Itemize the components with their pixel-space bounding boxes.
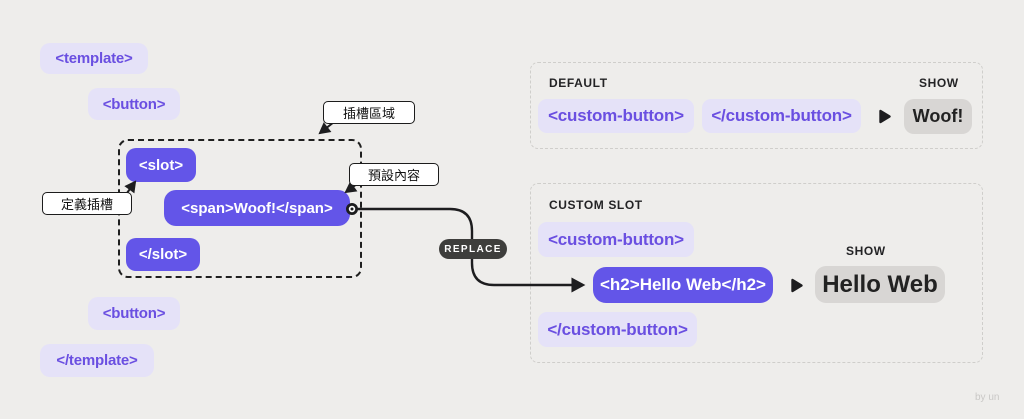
tag-slot-close: </slot> <box>126 238 200 271</box>
default-custom-button-close: </custom-button> <box>702 99 861 133</box>
tag-button-open: <button> <box>88 88 180 120</box>
default-show-label: SHOW <box>919 76 959 90</box>
callout-define-slot: 定義插槽 <box>42 192 132 215</box>
watermark: by un <box>975 392 1000 403</box>
custom-result-chip: Hello Web <box>815 266 945 303</box>
tag-slot-open: <slot> <box>126 148 196 182</box>
custom-h2-inserted: <h2>Hello Web</h2> <box>593 267 773 303</box>
default-panel <box>530 62 983 149</box>
replace-badge: REPLACE <box>439 239 507 259</box>
custom-panel-title: CUSTOM SLOT <box>549 198 643 212</box>
play-arrow-icon <box>879 109 891 124</box>
default-result-chip: Woof! <box>904 99 972 134</box>
custom-custom-button-open: <custom-button> <box>538 222 694 257</box>
custom-show-label: SHOW <box>846 244 886 258</box>
tag-span-woof: <span>Woof!</span> <box>164 190 350 226</box>
tag-button-close: <button> <box>88 297 180 330</box>
custom-custom-button-close: </custom-button> <box>538 312 697 347</box>
default-custom-button-open: <custom-button> <box>538 99 694 133</box>
tag-template-open: <template> <box>40 43 148 74</box>
default-panel-title: DEFAULT <box>549 76 608 90</box>
callout-slot-area: 插槽區域 <box>323 101 415 124</box>
tag-template-close: </template> <box>40 344 154 377</box>
play-arrow-icon <box>791 278 803 293</box>
callout-default-content: 預設內容 <box>349 163 439 186</box>
